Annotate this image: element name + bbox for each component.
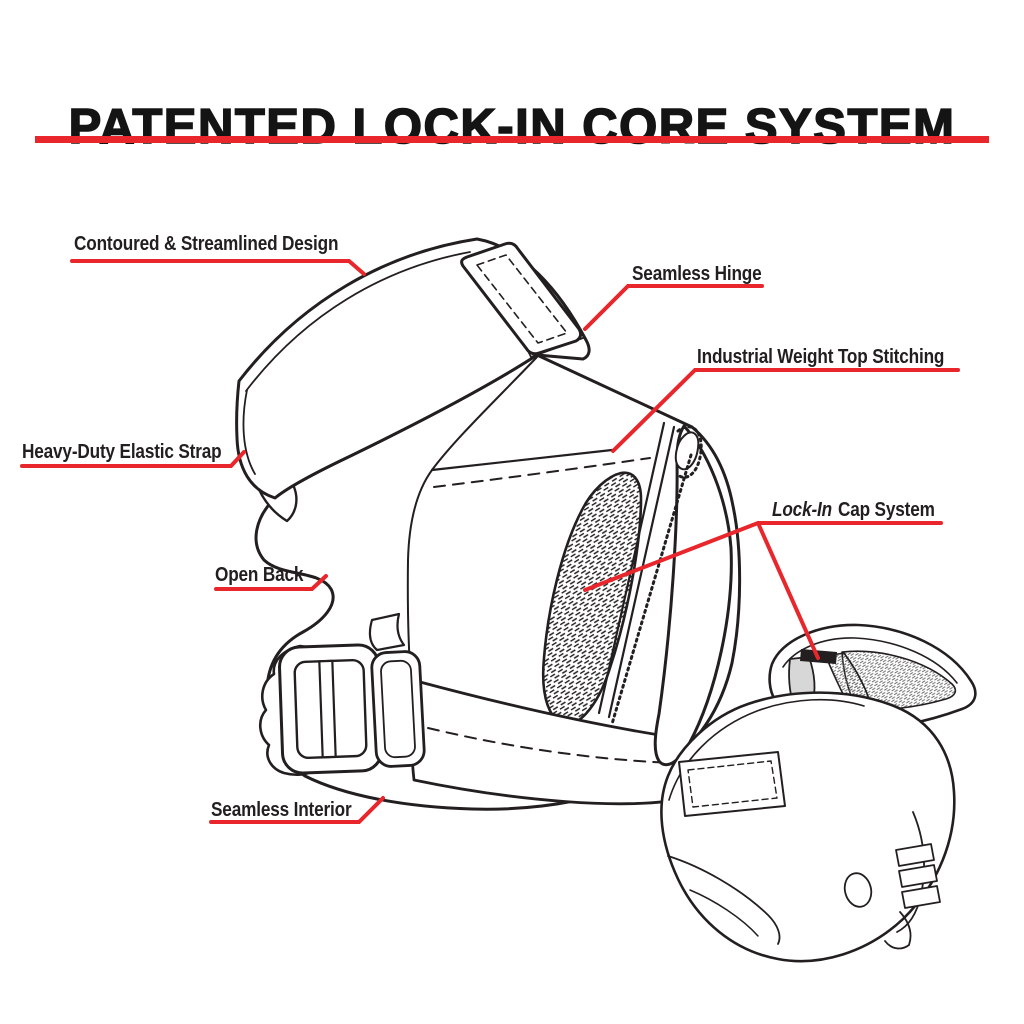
callout-leader-lines xyxy=(20,259,960,824)
velcro-tab-stitch-dashes xyxy=(476,254,568,344)
page-title: PATENTED LOCK-IN CORE SYSTEM xyxy=(68,99,956,154)
leader-open-back xyxy=(214,574,328,591)
top-stitch-dashes xyxy=(433,457,651,488)
pad-core-strap-tail xyxy=(884,911,912,950)
lock-in-italic-text: Lock-In xyxy=(772,499,832,521)
callout-label-seamless-interior: Seamless Interior xyxy=(211,799,352,821)
strap-keeper xyxy=(370,650,426,768)
callout-label-open-back: Open Back xyxy=(215,564,304,586)
strap-keeper-inner xyxy=(380,659,416,759)
strap-keeper-tab xyxy=(368,612,406,652)
cap-flap-band xyxy=(597,421,676,719)
top-stitch-seam xyxy=(430,448,614,472)
pad-core-opening-curve-2 xyxy=(689,889,759,937)
cap-system-text: Cap System xyxy=(837,499,935,521)
velcro-tab-lip xyxy=(526,337,584,358)
pad-core-opening-curve xyxy=(667,855,781,945)
top-strap-edge-line xyxy=(245,251,471,392)
pad-core-strap-rungs xyxy=(895,843,941,909)
cap-flap-loop xyxy=(674,431,700,471)
top-strap-cap-line xyxy=(242,389,256,475)
leader-seamless-hinge xyxy=(583,284,764,331)
knee-pad-illustration xyxy=(235,237,742,811)
leader-seamless-interior xyxy=(209,796,385,824)
cap-flap-blade xyxy=(653,424,733,767)
pad-core-eyelet xyxy=(843,872,873,908)
callout-label-seamless-hinge: Seamless Hinge xyxy=(632,263,762,285)
leader-contoured-streamlined-design xyxy=(70,259,366,276)
title-underline xyxy=(35,136,989,143)
cap-system-illustration xyxy=(660,623,977,963)
leader-industrial-weight-top-stitching xyxy=(611,368,960,453)
callout-label-contoured-streamlined-design: Contoured & Streamlined Design xyxy=(74,233,339,255)
cap-inner-rim xyxy=(782,637,958,684)
buckle-divider-bar xyxy=(318,659,337,759)
cap-flap-zigzag-stitching xyxy=(610,425,703,726)
pad-core-velcro-dashes xyxy=(687,760,778,808)
lower-strap-stitch-dashes xyxy=(427,727,701,765)
leader-lock-in-cap-system xyxy=(583,521,943,660)
leader-heavy-duty-elastic-strap xyxy=(20,450,246,468)
callout-label-industrial-weight-top-stitching: Industrial Weight Top Stitching xyxy=(697,346,945,368)
callout-label-heavy-duty-elastic-strap: Heavy-Duty Elastic Strap xyxy=(22,441,222,463)
